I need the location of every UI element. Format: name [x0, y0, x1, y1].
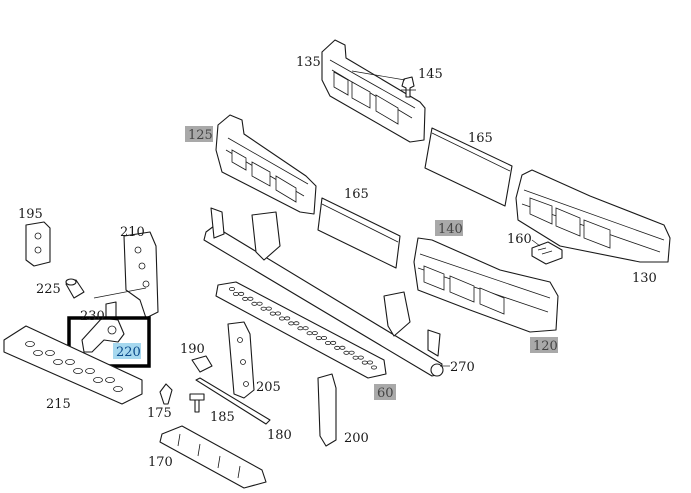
label-145: 145 — [418, 67, 443, 82]
part-135-upper-bumper[interactable] — [321, 39, 426, 143]
part-180-rod[interactable] — [195, 377, 271, 425]
part-190-clip[interactable] — [191, 355, 213, 373]
part-175-plug[interactable] — [159, 383, 173, 405]
plate-hole — [93, 376, 103, 383]
step-plate-hole — [315, 336, 322, 341]
step-plate-hole — [320, 335, 327, 340]
step-plate-hole — [330, 340, 337, 345]
step-plate-hole — [366, 360, 373, 365]
plate-hole — [85, 367, 95, 374]
label-190: 190 — [180, 342, 205, 357]
step-plate-hole — [238, 291, 245, 296]
label-165-upper: 165 — [468, 131, 493, 146]
part-215-plate[interactable] — [3, 325, 143, 405]
part-165-middle-strip[interactable] — [317, 197, 401, 269]
label-120: 120 — [533, 339, 558, 354]
step-plate-hole — [352, 355, 359, 360]
part-120-lower-bumper[interactable] — [413, 237, 559, 333]
step-plate-hole — [357, 355, 364, 360]
plate-hole — [73, 367, 83, 374]
step-plate-hole — [260, 306, 267, 311]
step-plate-hole — [370, 365, 377, 370]
label-210: 210 — [120, 225, 145, 240]
step-plate-hole — [269, 311, 276, 316]
step-plate-hole — [251, 301, 258, 306]
part-170-tray[interactable] — [159, 425, 267, 489]
step-plate-hole — [265, 306, 272, 311]
step-plate-hole — [311, 331, 318, 336]
step-plate-hole — [274, 311, 281, 316]
highlight-220 — [113, 343, 141, 359]
part-125-left-bumper[interactable] — [215, 114, 317, 215]
plate-hole — [45, 349, 55, 356]
step-plate-hole — [293, 321, 300, 326]
label-200: 200 — [344, 431, 369, 446]
label-270: 270 — [450, 360, 475, 375]
step-plate-hole — [247, 296, 254, 301]
label-195: 195 — [18, 207, 43, 222]
plate-hole — [33, 349, 43, 356]
plate-hole — [113, 385, 123, 392]
part-185-screw[interactable] — [189, 393, 205, 413]
part-205-bracket[interactable] — [227, 321, 255, 399]
step-plate-hole — [334, 345, 341, 350]
step-plate-hole — [228, 286, 235, 291]
step-plate-hole — [288, 321, 295, 326]
label-225: 225 — [36, 282, 61, 297]
step-plate-hole — [278, 316, 285, 321]
part-270-crossmember[interactable] — [203, 207, 444, 377]
step-plate-hole — [302, 326, 309, 331]
label-125: 125 — [188, 128, 213, 143]
part-130-right-bumper[interactable] — [515, 169, 671, 263]
step-plate-hole — [306, 331, 313, 336]
label-230: 230 — [80, 309, 105, 324]
label-205: 205 — [256, 380, 281, 395]
step-plate-hole — [256, 301, 263, 306]
highlight-125 — [185, 126, 213, 142]
step-plate-hole — [232, 291, 239, 296]
label-165-middle: 165 — [344, 187, 369, 202]
label-60: 60 — [377, 386, 394, 401]
part-220-hook[interactable] — [81, 317, 125, 353]
label-170: 170 — [148, 455, 173, 470]
label-130: 130 — [632, 271, 657, 286]
step-plate-hole — [242, 296, 249, 301]
highlight-60 — [374, 384, 396, 400]
part-225-bushing[interactable] — [65, 278, 85, 299]
label-175: 175 — [147, 406, 172, 421]
label-220: 220 — [116, 345, 141, 360]
plate-hole — [53, 358, 63, 365]
step-plate-hole — [348, 350, 355, 355]
step-plate-hole — [284, 316, 291, 321]
plate-hole — [65, 358, 75, 365]
part-200-bracket[interactable] — [317, 373, 337, 447]
label-140: 140 — [438, 222, 463, 237]
highlight-140 — [435, 220, 463, 236]
step-plate-hole — [339, 345, 346, 350]
plate-hole — [25, 340, 35, 347]
part-165-upper-strip[interactable] — [424, 127, 513, 207]
step-plate-hole — [297, 326, 304, 331]
label-215: 215 — [46, 397, 71, 412]
part-145-clip[interactable] — [401, 76, 416, 98]
plate-hole — [105, 376, 115, 383]
step-plate-hole — [361, 360, 368, 365]
part-160-bracket[interactable] — [531, 241, 563, 265]
label-135: 135 — [296, 55, 321, 70]
step-plate-hole — [343, 350, 350, 355]
label-185: 185 — [210, 410, 235, 425]
highlight-120 — [530, 337, 558, 353]
part-195-bracket[interactable] — [25, 221, 51, 267]
label-180: 180 — [267, 428, 292, 443]
step-plate-hole — [324, 340, 331, 345]
part-210-bracket[interactable] — [123, 231, 159, 319]
label-160: 160 — [507, 232, 532, 247]
part-60-step-plate[interactable] — [215, 281, 387, 379]
